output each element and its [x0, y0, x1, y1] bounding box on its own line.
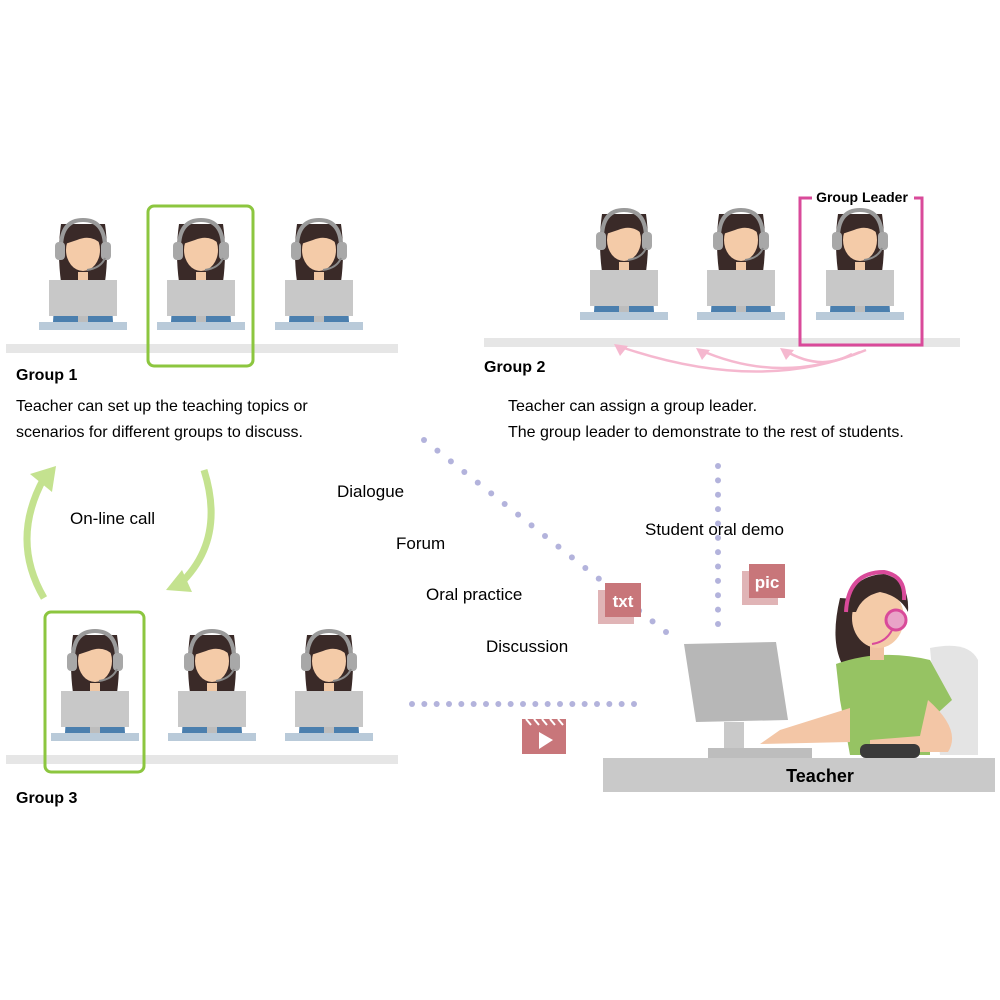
- topic-forum: Forum: [396, 534, 445, 553]
- group1-desk: [6, 344, 398, 353]
- dot: [715, 606, 721, 613]
- leader-demo-arrowheads: [614, 344, 794, 360]
- dot: [515, 511, 522, 518]
- dot: [568, 554, 575, 561]
- call-arrow-up: [23, 476, 48, 600]
- teacher-desk: [603, 758, 995, 792]
- group2-student-1: [578, 208, 670, 322]
- dot: [421, 701, 428, 707]
- dot: [581, 701, 588, 707]
- call-arrow-down: [177, 468, 215, 587]
- group3-highlight-box: [43, 610, 146, 774]
- dot: [715, 549, 721, 556]
- group-leader-label: Group Leader: [816, 189, 908, 205]
- dot: [715, 506, 721, 513]
- dot: [434, 447, 441, 454]
- group3-label: Group 3: [16, 790, 77, 807]
- group2-desc-line2: The group leader to demonstrate to the r…: [508, 424, 904, 441]
- group1-desc-line1: Teacher can set up the teaching topics o…: [16, 398, 308, 415]
- teacher-figure: [603, 569, 995, 792]
- dotted-line-topics: [421, 437, 669, 635]
- group3-student-1: [49, 629, 141, 743]
- dot: [715, 491, 721, 498]
- dot: [715, 577, 721, 584]
- topic-oral-practice: Oral practice: [426, 585, 522, 604]
- svg-text:txt: txt: [613, 592, 634, 611]
- dot: [461, 469, 468, 475]
- group3-student-2: [166, 629, 258, 743]
- dot: [528, 522, 535, 529]
- dot: [557, 701, 563, 707]
- dot: [715, 534, 721, 541]
- dot: [663, 629, 669, 635]
- dot: [606, 701, 613, 707]
- dot: [618, 701, 625, 707]
- dot: [488, 490, 495, 497]
- group1-label: Group 1: [16, 367, 77, 384]
- dot: [594, 701, 600, 707]
- leader-highlight-box: [798, 196, 924, 347]
- dot: [544, 701, 551, 707]
- call-arrow-up-head: [30, 466, 56, 492]
- pic-file-icon: pic: [742, 564, 785, 605]
- dot: [433, 701, 440, 707]
- dot: [446, 701, 452, 707]
- group1-student-1: [37, 218, 129, 332]
- video-icon: [522, 718, 566, 754]
- group2-desc-line1: Teacher can assign a group leader.: [508, 398, 757, 415]
- dot: [447, 458, 454, 465]
- dot: [507, 701, 514, 707]
- dot: [532, 701, 539, 707]
- dot: [495, 701, 502, 707]
- dot: [649, 618, 656, 625]
- dot: [582, 565, 589, 571]
- group1-highlight-box: [146, 204, 255, 368]
- dotted-line-group3: [409, 701, 637, 707]
- dot: [595, 575, 602, 582]
- group2-desk: [484, 338, 960, 347]
- dot: [458, 701, 465, 707]
- group2-label: Group 2: [484, 359, 545, 376]
- group3-student-3: [283, 629, 375, 743]
- dot: [715, 463, 721, 469]
- topic-discussion: Discussion: [486, 637, 568, 656]
- dot: [569, 701, 576, 707]
- dot: [715, 477, 721, 484]
- group1-student-2: [155, 218, 247, 332]
- call-arrow-down-head: [166, 570, 192, 592]
- dot: [474, 479, 481, 486]
- dot: [715, 592, 721, 599]
- leader-demo-arrows: [617, 344, 867, 373]
- dot: [501, 501, 508, 507]
- dot: [631, 701, 637, 707]
- teacher-label: Teacher: [786, 766, 854, 786]
- group2-student-2: [695, 208, 787, 322]
- student-oral-demo-label: Student oral demo: [645, 520, 784, 539]
- group1-desc-line2: scenarios for different groups to discus…: [16, 424, 303, 441]
- txt-file-icon: txt: [598, 583, 641, 624]
- dot: [542, 533, 548, 539]
- dot: [555, 543, 562, 550]
- dot: [470, 701, 477, 707]
- group3-desk: [6, 755, 398, 764]
- dot: [715, 563, 721, 570]
- dotted-line-group2: [715, 463, 721, 627]
- group2-student-leader: [814, 208, 906, 322]
- svg-text:pic: pic: [755, 573, 780, 592]
- topic-dialogue: Dialogue: [337, 482, 404, 501]
- dot: [715, 621, 721, 627]
- group1-student-3: [273, 218, 365, 332]
- dot: [421, 437, 427, 443]
- dot: [483, 701, 489, 707]
- online-call-label: On-line call: [70, 509, 155, 528]
- dot: [715, 520, 721, 527]
- dot: [409, 701, 415, 707]
- dot: [520, 701, 526, 707]
